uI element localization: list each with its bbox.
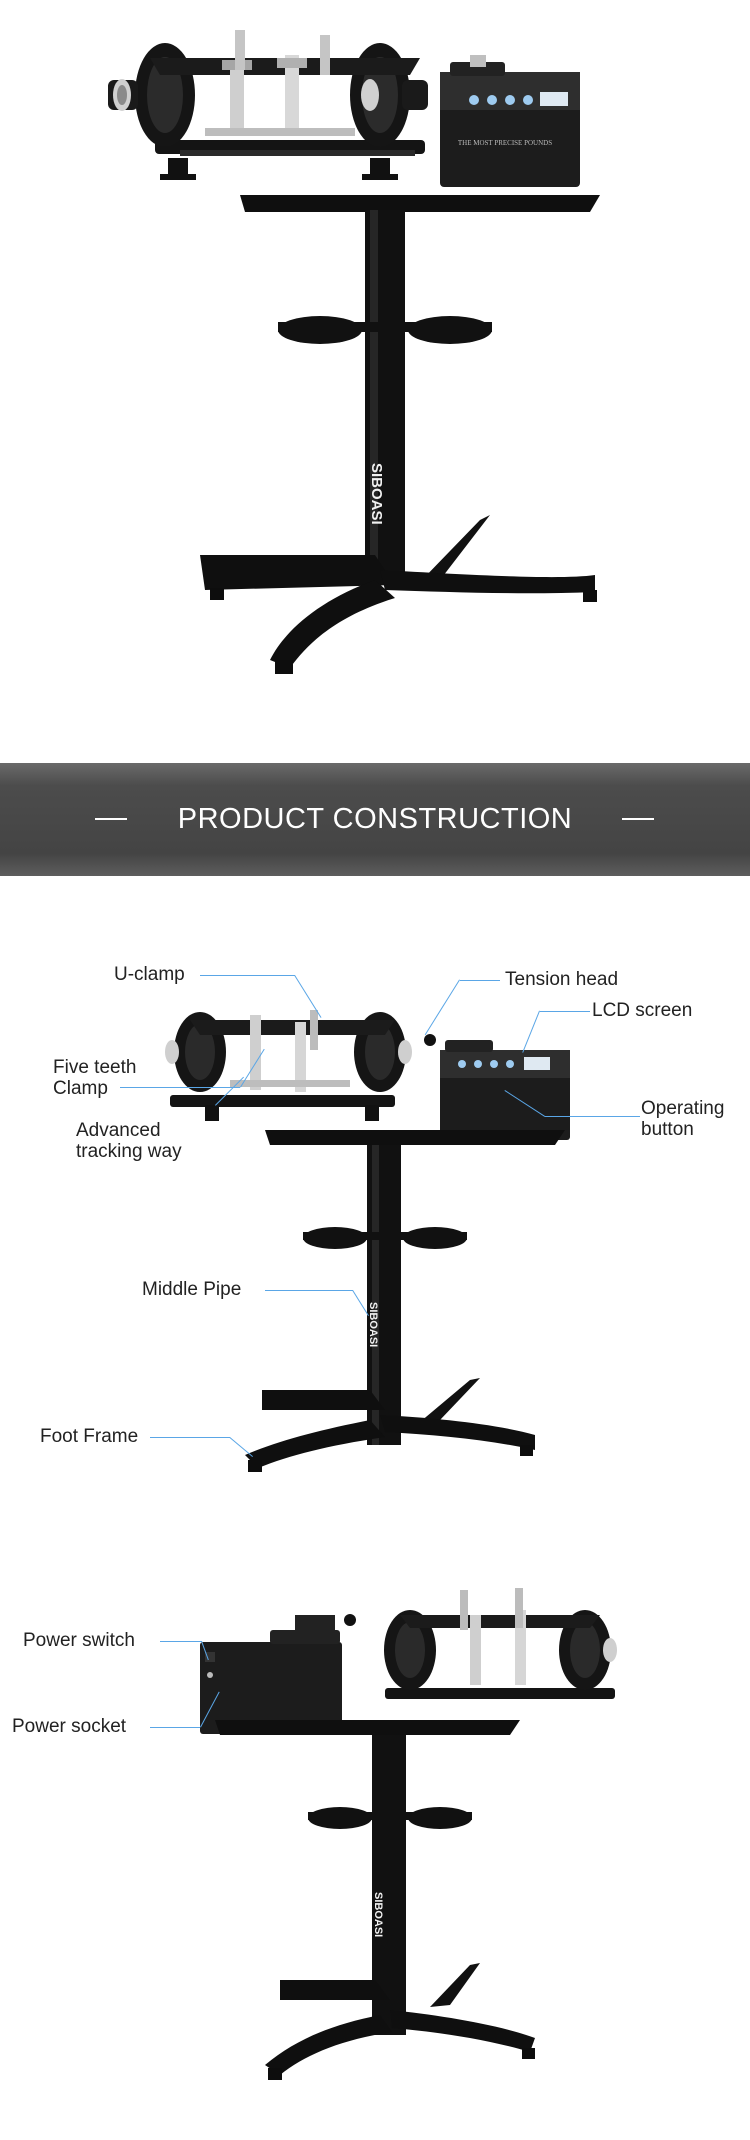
leader-lcd xyxy=(540,1011,590,1012)
label-power-switch: Power switch xyxy=(23,1630,135,1651)
leader-power-socket xyxy=(150,1727,200,1728)
label-five-teeth-clamp: Five teeth Clamp xyxy=(53,1057,136,1099)
diagram-logo-text: SIBOASI xyxy=(367,1302,379,1347)
construction-diagram: SIBOASI U-clamp Tension head LCD screen … xyxy=(0,940,750,1500)
label-foot-frame: Foot Frame xyxy=(40,1426,139,1447)
leader-tension-head xyxy=(460,980,500,981)
label-five-teeth-line2: Clamp xyxy=(53,1078,108,1099)
leader-five-teeth xyxy=(120,1087,240,1088)
panel-caption: THE MOST PRECISE POUNDS xyxy=(458,139,552,147)
label-power-socket: Power socket xyxy=(12,1716,127,1737)
label-operating-line1: Operating xyxy=(641,1098,725,1119)
label-u-clamp: U-clamp xyxy=(114,964,185,985)
label-lcd-screen: LCD screen xyxy=(592,1000,693,1021)
label-five-teeth-line1: Five teeth xyxy=(53,1057,137,1078)
label-operating-line2: button xyxy=(641,1119,694,1140)
label-advanced-tracking: Advanced tracking way xyxy=(76,1120,182,1162)
label-middle-pipe: Middle Pipe xyxy=(142,1279,242,1300)
leader-u-clamp xyxy=(200,975,295,976)
label-tension-head: Tension head xyxy=(505,969,619,990)
brand-logo-text: SIBOASI xyxy=(368,463,385,525)
leader-operating xyxy=(545,1116,640,1117)
section-banner: PRODUCT CONSTRUCTION xyxy=(0,763,750,876)
leader-middle-pipe xyxy=(265,1290,353,1291)
label-advanced-line1: Advanced xyxy=(76,1120,161,1141)
leader-power-switch xyxy=(160,1641,202,1642)
leader-foot-frame xyxy=(150,1437,230,1438)
rear-logo-text: SIBOASI xyxy=(372,1892,384,1937)
banner-title: PRODUCT CONSTRUCTION xyxy=(177,803,573,835)
banner-dash-left xyxy=(95,818,127,820)
banner-dash-right xyxy=(622,818,654,820)
rear-view-diagram: SIBOASI Power switch Power socket xyxy=(0,1570,750,2140)
product-photo-front: THE MOST PRECISE POUNDS SIBOASI xyxy=(0,0,750,720)
label-operating-button: Operating button xyxy=(641,1098,724,1140)
label-advanced-line2: tracking way xyxy=(76,1141,182,1162)
